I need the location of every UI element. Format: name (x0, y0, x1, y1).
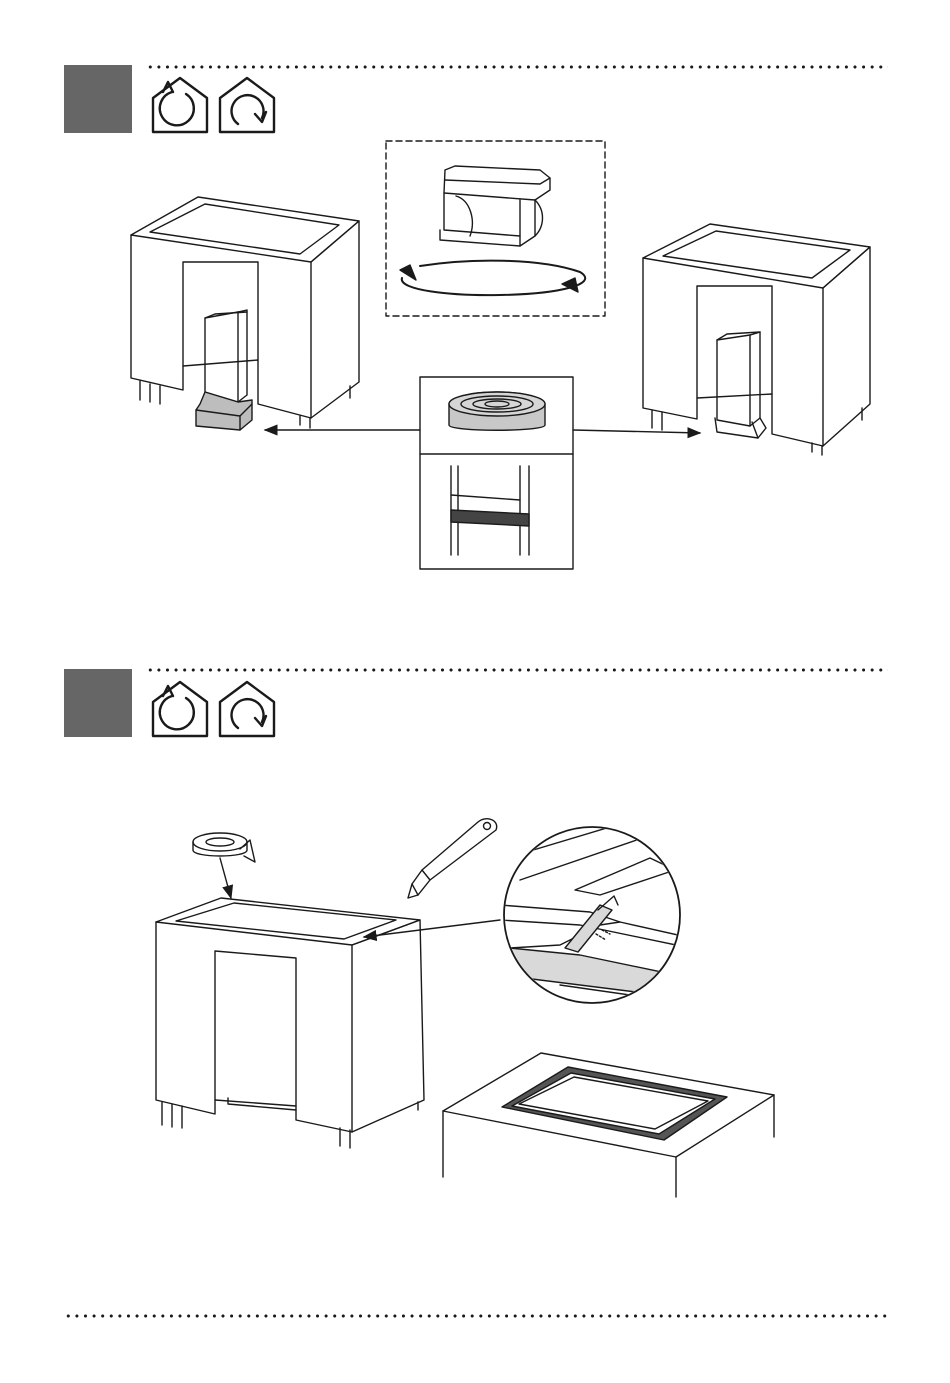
utility-knife (408, 819, 497, 898)
sealing-tape-roll (449, 392, 545, 430)
house-rotate-clockwise-icon (220, 78, 274, 132)
house-rotate-clockwise-icon-2 (220, 682, 274, 736)
corner-tape-cut-magnifier (500, 815, 700, 1005)
house-rotate-counterclockwise-icon-2 (153, 682, 207, 736)
arrow-to-right-cabinet (573, 430, 700, 433)
duct-bend-rotate-detail (400, 166, 585, 295)
worktop-with-taped-cutout (443, 1053, 774, 1197)
tape-roll (193, 833, 255, 898)
cabinet-with-duct-bend-right (643, 224, 870, 455)
cabinet-with-cutout (156, 898, 500, 1148)
taped-duct-joint (451, 466, 529, 555)
cabinet-with-duct-bend-left (131, 197, 359, 430)
house-rotate-counterclockwise-icon (153, 78, 207, 132)
